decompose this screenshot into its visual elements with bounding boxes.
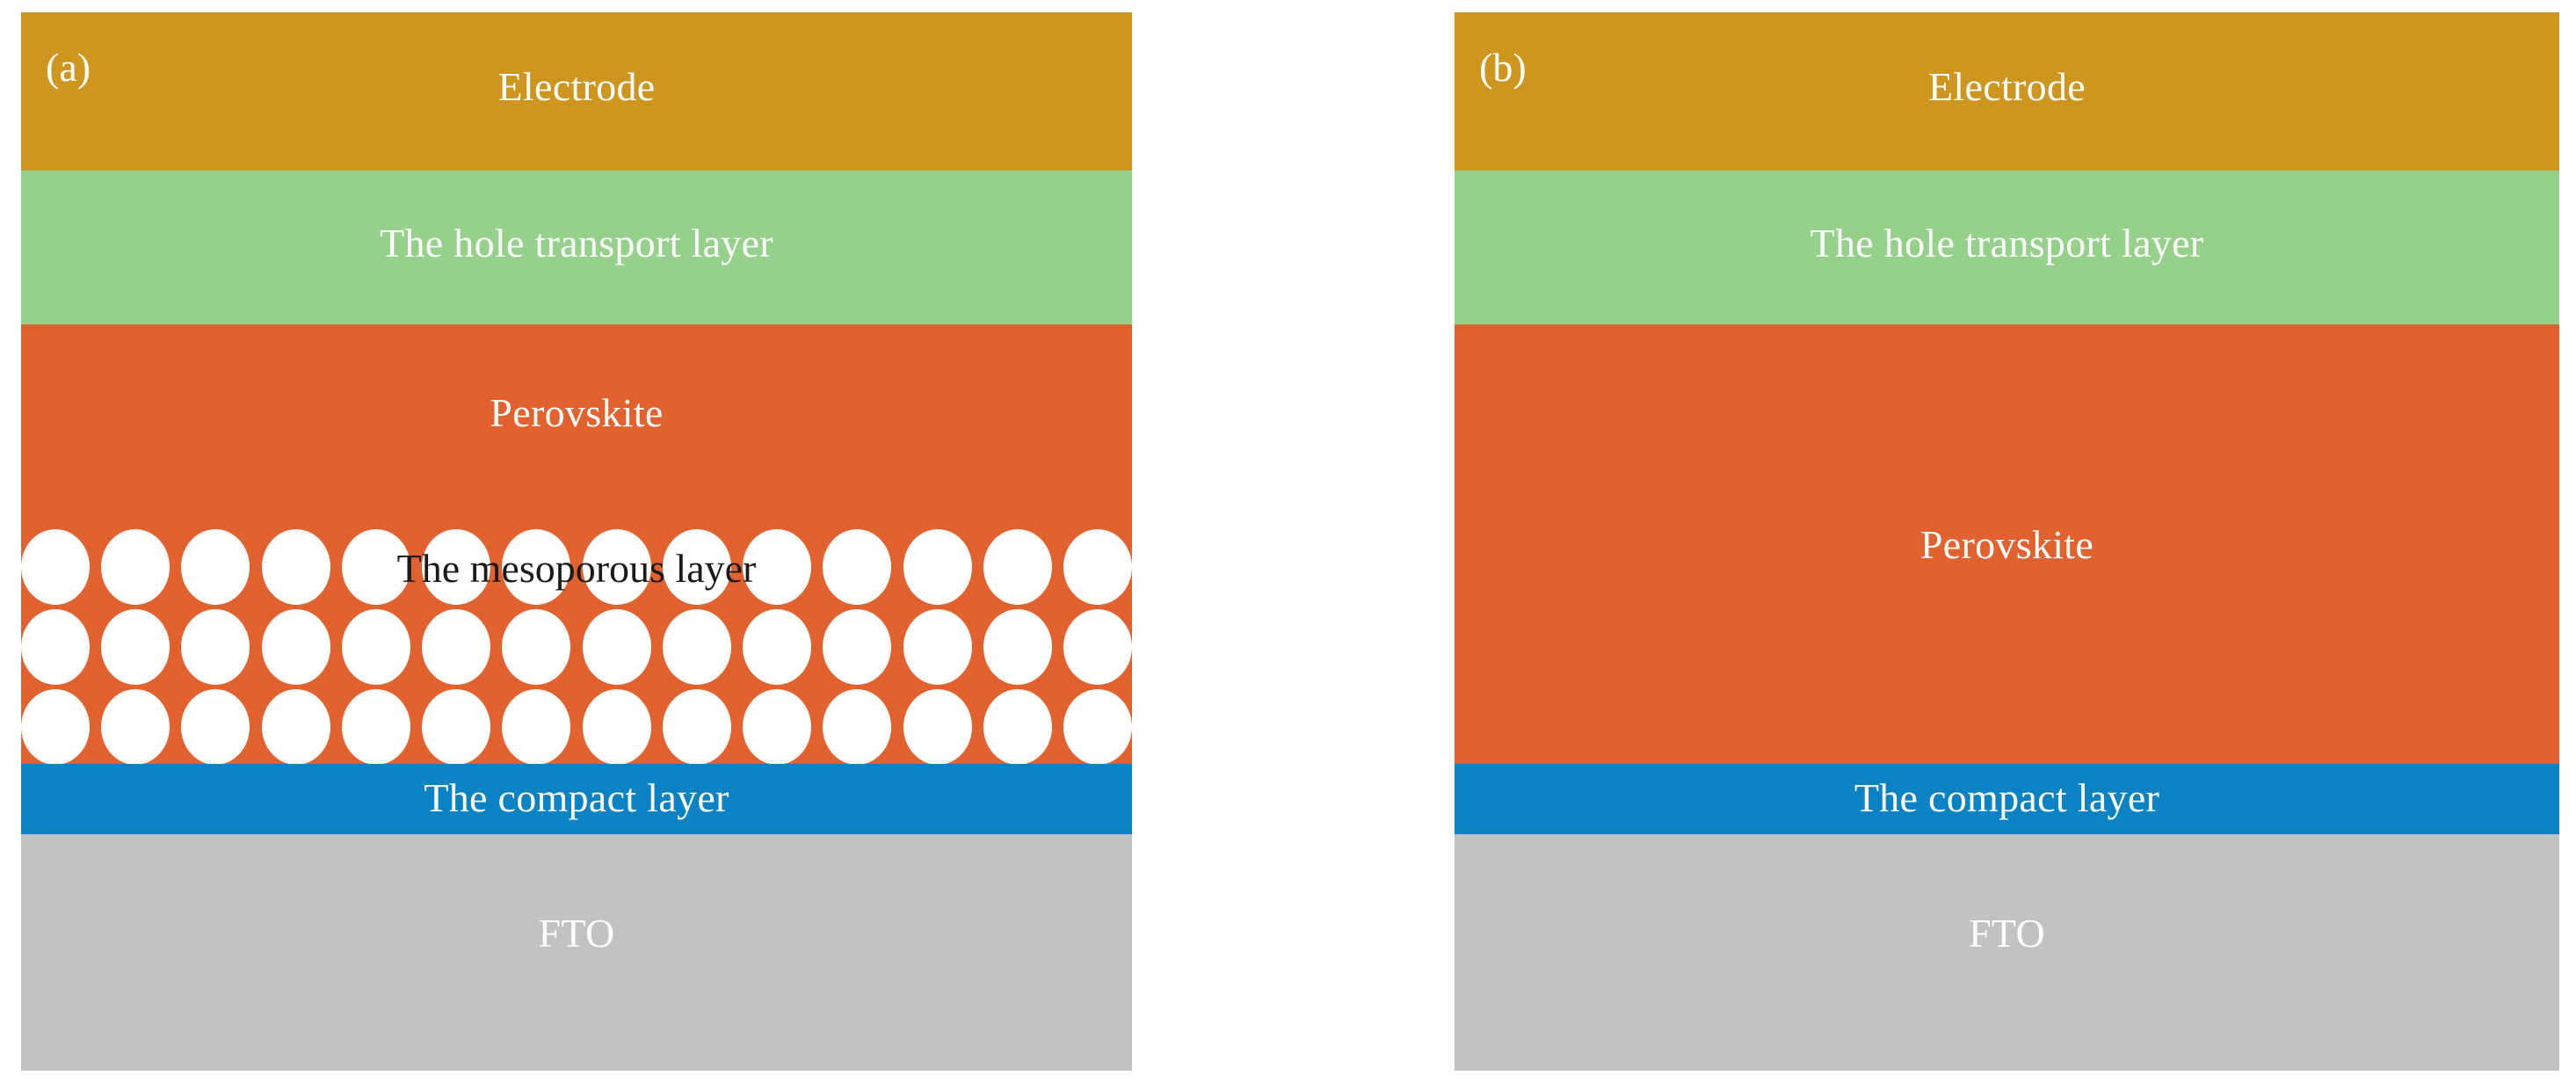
panel-tag-a: (a) — [46, 45, 91, 90]
layer-label-fto-a: FTO — [538, 911, 615, 956]
layer-perovskite-a: Perovskite — [21, 324, 1132, 764]
layer-hole-transport-b: The hole transport layer — [1455, 171, 2559, 324]
panel-tag-b: (b) — [1479, 45, 1527, 90]
panel-b-planar-cell: Electrode (b) The hole transport layer P… — [1455, 12, 2559, 1071]
layer-label-perovskite-a: Perovskite — [490, 390, 664, 435]
layer-label-perovskite-b: Perovskite — [1919, 522, 2094, 567]
layer-label-fto-b: FTO — [1969, 911, 2045, 956]
layer-label-electrode-b: Electrode — [1928, 64, 2086, 109]
layer-fto-b: FTO — [1455, 834, 2559, 1071]
panel-a-mesoscopic-cell: Electrode (a) The hole transport layer P… — [21, 12, 1132, 1071]
layer-electrode-a: Electrode — [21, 12, 1132, 171]
layer-perovskite-b: Perovskite — [1455, 324, 2559, 764]
layer-electrode-b: Electrode — [1455, 12, 2559, 171]
layer-label-electrode-a: Electrode — [497, 64, 656, 109]
layer-label-compact-b: The compact layer — [1854, 775, 2160, 820]
layer-hole-transport-a: The hole transport layer — [21, 171, 1132, 324]
layer-label-hole-transport-a: The hole transport layer — [380, 221, 773, 265]
layer-label-compact-a: The compact layer — [424, 775, 729, 820]
layer-label-hole-transport-b: The hole transport layer — [1810, 221, 2204, 265]
layer-fto-a: FTO — [21, 834, 1132, 1071]
layer-compact-a: The compact layer — [21, 764, 1132, 834]
layer-compact-b: The compact layer — [1455, 764, 2559, 834]
